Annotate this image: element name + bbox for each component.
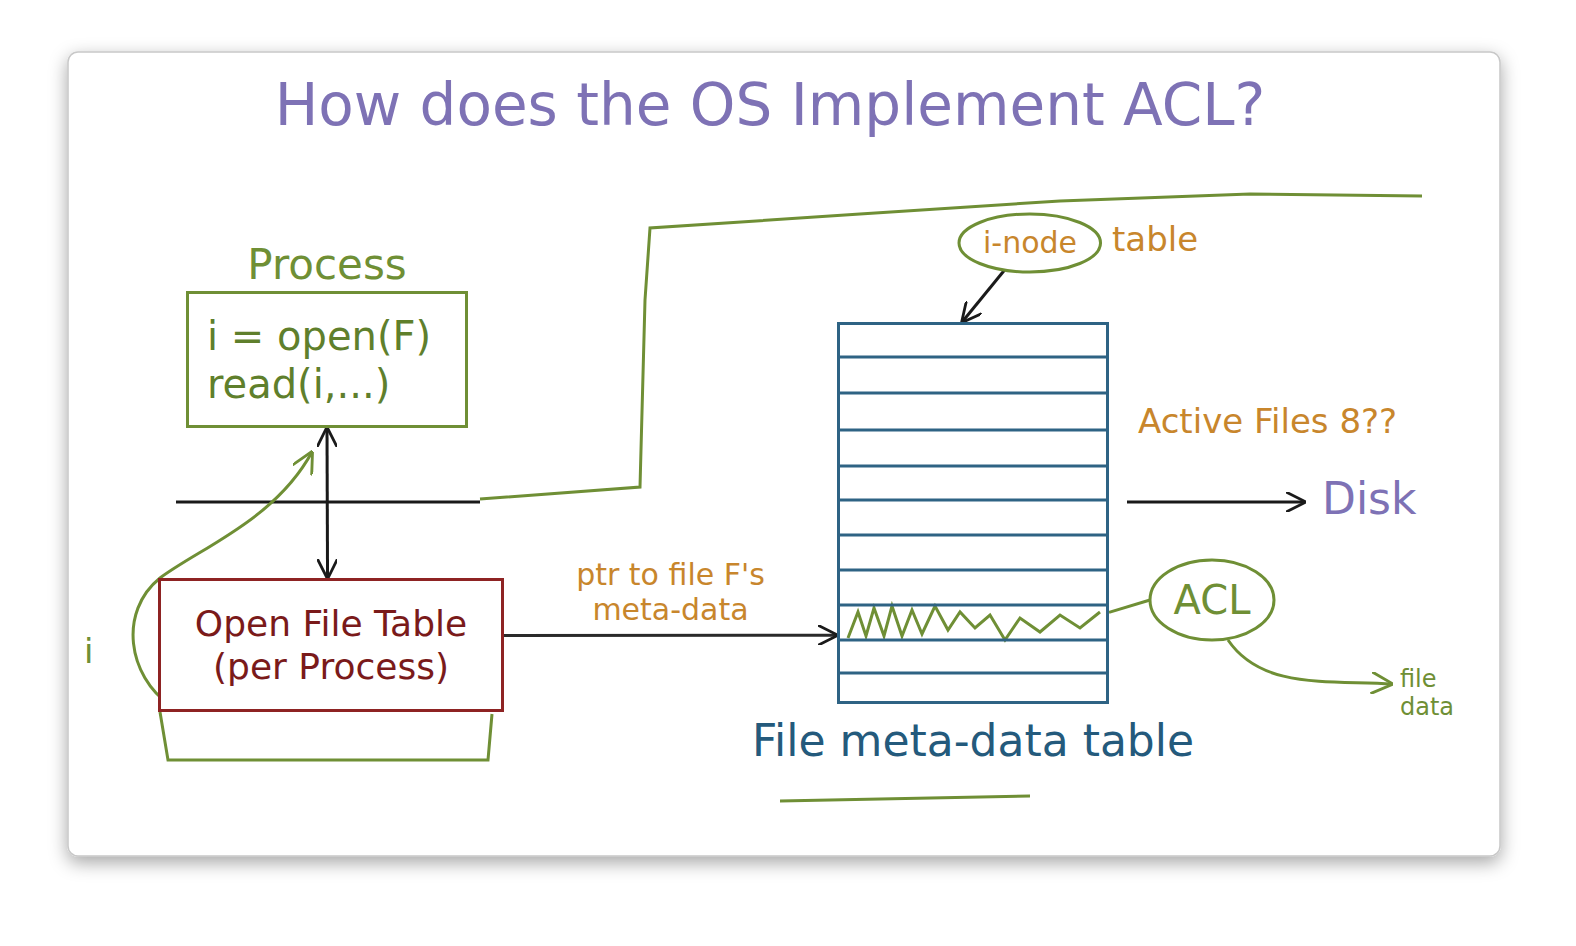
inode-circle: i-node [957, 212, 1103, 274]
disk-label: Disk [1322, 474, 1417, 525]
table-row-line [840, 672, 1106, 675]
ellipse-outline [959, 214, 1101, 272]
file-data-arrow [1228, 640, 1392, 684]
open-file-table-box: Open File Table (per Process) [158, 578, 504, 712]
node-text: ACL [1174, 576, 1251, 624]
table-row-line [840, 534, 1106, 537]
active-files-note: Active Files 8?? [1138, 402, 1397, 441]
node-text: i = open(F) read(i,...) [207, 312, 447, 408]
file-data-label: file data [1400, 666, 1472, 721]
meta-data-table: File meta-data table [837, 322, 1109, 704]
table-row-line [840, 639, 1106, 642]
table-row-line [840, 392, 1106, 395]
node-heading: File meta-data table [752, 715, 1194, 768]
edge-label: ptr to file F's meta-data [542, 558, 800, 627]
table-row-line [840, 356, 1106, 359]
inode-table-label: table [1112, 220, 1198, 259]
table-row-line [840, 465, 1106, 468]
node-heading: Process [247, 240, 406, 290]
table-row-line [840, 604, 1106, 607]
table-row-line [840, 499, 1106, 502]
pointer-arrow [504, 634, 837, 637]
node-text: Open File Table (per Process) [179, 602, 483, 688]
table-row-line [840, 569, 1106, 572]
syscall-arrow [326, 428, 330, 578]
inode-arrow [962, 270, 1004, 322]
caption-underline [780, 796, 1030, 801]
slide-title: How does the OS Implement ACL? [275, 72, 1266, 139]
fd-index-label: i [84, 632, 93, 671]
bracket-scribble [160, 712, 492, 760]
row-scribble [848, 606, 1100, 640]
slide-card [68, 52, 1500, 856]
table-row-line [840, 429, 1106, 432]
table-rows [840, 325, 1106, 701]
process-box: Processi = open(F) read(i,...) [186, 291, 468, 428]
ellipse-outline [1150, 560, 1274, 640]
acl-link [1109, 600, 1150, 612]
acl-circle: ACL [1148, 558, 1276, 642]
node-text: i-node [983, 225, 1077, 261]
disk-arrow [1127, 501, 1305, 504]
trust-boundary-scribble [480, 194, 1422, 499]
